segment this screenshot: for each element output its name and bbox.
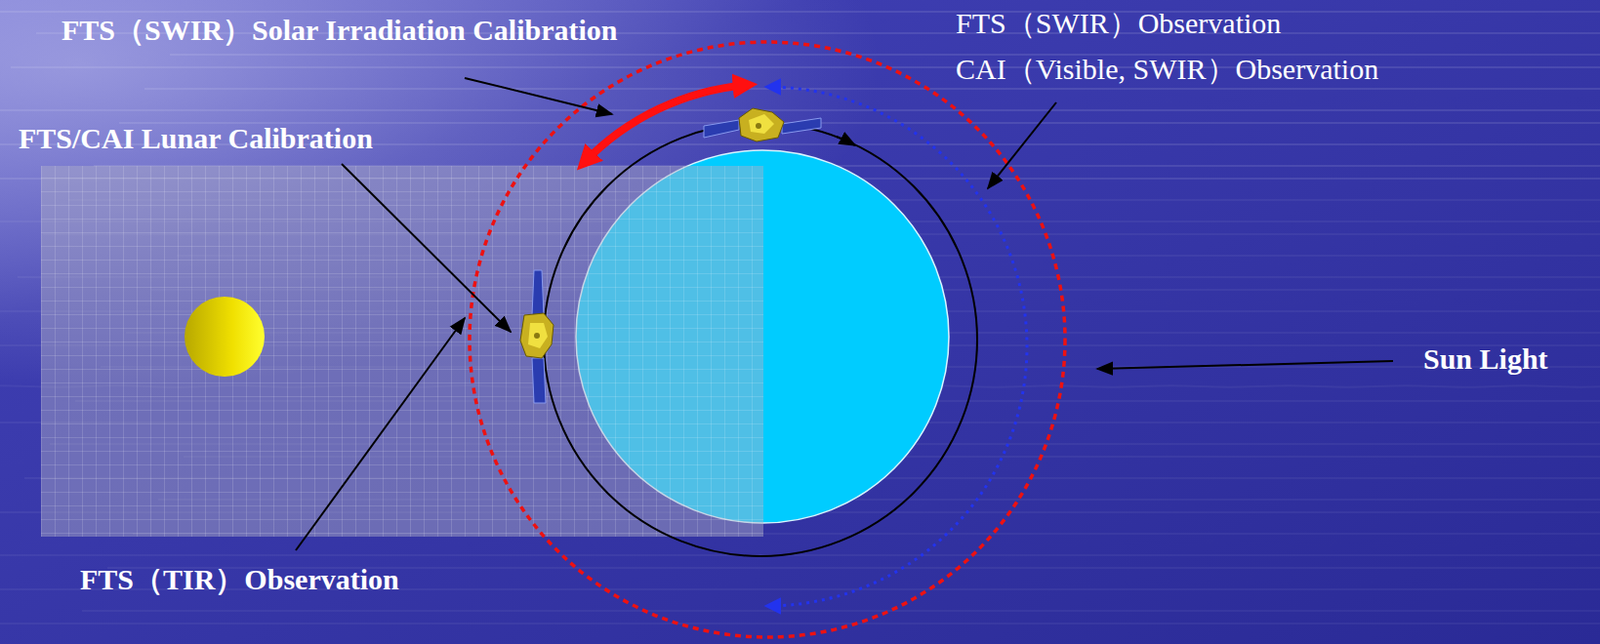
swir-observation-arc	[767, 86, 1027, 607]
wave-stroke	[0, 554, 1600, 557]
solar-calibration-arc	[583, 84, 748, 164]
orbit-direction-arrow	[836, 136, 856, 146]
sunlight-arrow	[1097, 361, 1394, 370]
orbit	[543, 123, 978, 557]
wave-stroke	[169, 53, 1600, 56]
leader-line	[987, 102, 1057, 189]
wave-stroke	[0, 10, 1600, 13]
leader-line	[464, 78, 613, 115]
tir-observation-path	[469, 41, 1066, 638]
callout-label: CAI（Visible, SWIR）Observation	[955, 52, 1379, 87]
callout-label: FTS（SWIR）Solar Irradiation Calibration	[61, 13, 618, 48]
earth-shadow	[41, 165, 764, 537]
wave-stroke	[82, 610, 1600, 613]
callout-label: FTS（SWIR）Observation	[955, 6, 1281, 42]
leader-line	[295, 318, 465, 551]
wave-stroke	[0, 109, 1600, 112]
leader-line	[341, 164, 511, 332]
callout-label: FTS（TIR）Observation	[80, 563, 400, 598]
callout-label: Sun Light	[1423, 342, 1549, 377]
callout-label: FTS/CAI Lunar Calibration	[18, 122, 373, 157]
wave-stroke	[144, 87, 1600, 90]
sun	[184, 296, 265, 377]
shadow-grid	[41, 165, 764, 537]
wave-stroke	[0, 622, 1600, 625]
satellite	[520, 270, 554, 404]
satellite	[703, 108, 821, 142]
water-texture	[0, 11, 1600, 624]
